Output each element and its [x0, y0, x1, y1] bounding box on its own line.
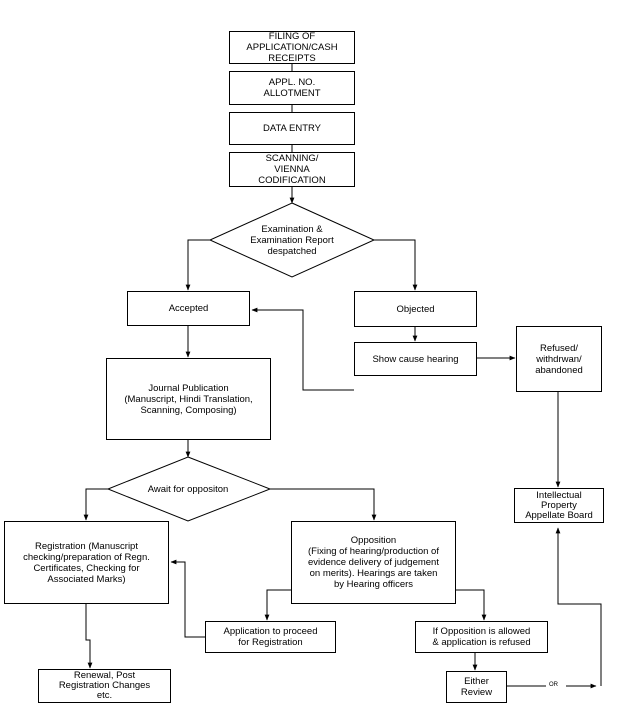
- await-label: Await for oppositon: [147, 483, 229, 495]
- accepted-box: Accepted: [127, 291, 250, 326]
- refused-label: Refused/ withdrwan/ abandoned: [535, 342, 583, 376]
- opposition-box: Opposition (Fixing of hearing/production…: [291, 521, 456, 604]
- edge-showcause-to-accepted: [251, 307, 354, 391]
- examination-diamond: Examination & Examination Report despatc…: [222, 220, 362, 260]
- scanning-box: SCANNING/ VIENNA CODIFICATION: [229, 152, 355, 187]
- scanning-label: SCANNING/ VIENNA CODIFICATION: [258, 153, 326, 186]
- show-cause-box: Show cause hearing: [354, 342, 477, 376]
- opp-allowed-label: If Opposition is allowed & application i…: [432, 626, 531, 648]
- registration-label: Registration (Manuscript checking/prepar…: [23, 540, 150, 585]
- accepted-label: Accepted: [168, 303, 209, 314]
- journal-box: Journal Publication (Manuscript, Hindi T…: [106, 358, 271, 440]
- show-cause-label: Show cause hearing: [372, 353, 459, 365]
- appl-no-box: APPL. NO. ALLOTMENT: [229, 71, 355, 105]
- edge-registration-to-renewal: [85, 604, 93, 669]
- edge-applyproceed-to-registration: [170, 559, 205, 638]
- edge-await-to-opposition: [270, 488, 377, 521]
- examination-label: Examination & Examination Report despatc…: [250, 223, 334, 257]
- objected-box: Objected: [354, 291, 477, 327]
- await-diamond-shape: [106, 456, 272, 522]
- opp-allowed-box: If Opposition is allowed & application i…: [415, 621, 548, 653]
- appl-no-label: APPL. NO. ALLOTMENT: [263, 77, 321, 99]
- opposition-label: Opposition (Fixing of hearing/production…: [308, 535, 439, 590]
- edge-exam-to-accepted: [185, 239, 210, 291]
- refused-box: Refused/ withdrwan/ abandoned: [516, 326, 602, 392]
- ipab-label: Intellectual Property Appellate Board: [525, 489, 593, 521]
- ipab-box: Intellectual Property Appellate Board: [514, 488, 604, 523]
- registration-box: Registration (Manuscript checking/prepar…: [4, 521, 169, 604]
- renewal-label: Renewal, Post Registration Changes etc.: [58, 670, 151, 701]
- filing-label: FILING OF APPLICATION/CASH RECEIPTS: [246, 31, 338, 64]
- renewal-box: Renewal, Post Registration Changes etc.: [38, 669, 171, 703]
- objected-label: Objected: [396, 303, 435, 315]
- edge-exam-to-objected: [374, 239, 418, 291]
- filing-box: FILING OF APPLICATION/CASH RECEIPTS: [229, 31, 355, 64]
- edge-to-ipab-from-below: [555, 527, 602, 686]
- edge-opposition-to-oppallowed: [452, 589, 487, 621]
- or-label: OR: [549, 682, 558, 688]
- apply-proceed-box: Application to proceed for Registration: [205, 621, 336, 653]
- journal-label: Journal Publication (Manuscript, Hindi T…: [124, 382, 253, 416]
- data-entry-box: DATA ENTRY: [229, 112, 355, 145]
- edge-await-to-registration: [83, 488, 108, 521]
- await-diamond: Await for oppositon: [118, 481, 258, 497]
- data-entry-label: DATA ENTRY: [262, 123, 322, 134]
- either-review-box: Either Review: [446, 671, 507, 703]
- edge-opposition-to-applyproceed: [264, 589, 291, 621]
- apply-proceed-label: Application to proceed for Registration: [223, 626, 318, 648]
- examination-diamond-shape: [208, 202, 376, 278]
- either-review-label: Either Review: [460, 676, 493, 698]
